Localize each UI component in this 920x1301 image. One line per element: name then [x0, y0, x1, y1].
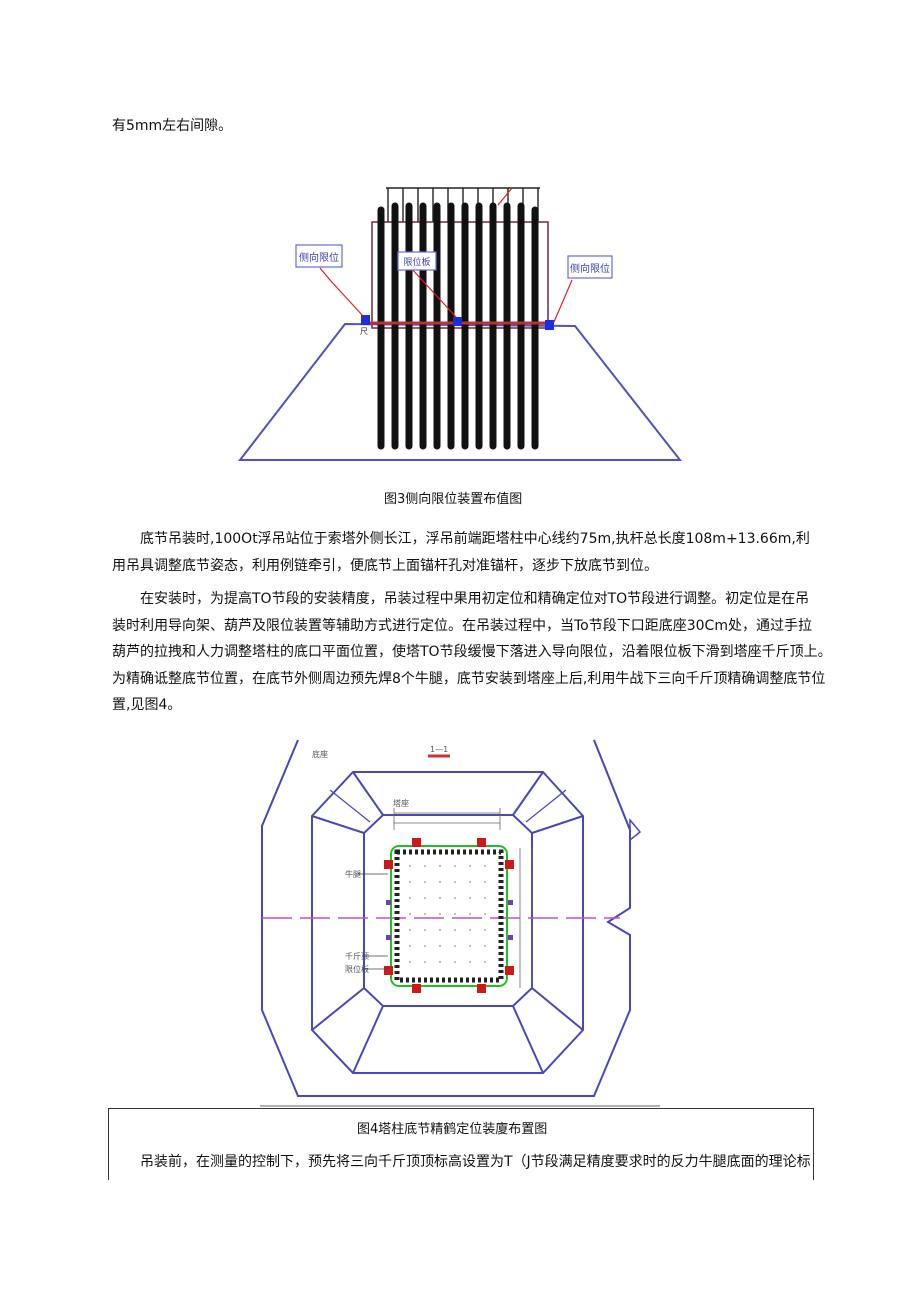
- caption-box-top-border: [108, 1108, 814, 1109]
- figure3-frame: [371, 221, 549, 329]
- figure3-label-right: 侧向限位: [570, 262, 610, 275]
- paragraph-2-line-2: 装时利用导向架、葫芦及限位装置等辅助方式进行定位。在吊装过程中，当To节段下口距…: [112, 617, 812, 634]
- paragraph-2-line-1: 在安装时，为提高TO节段的安装精度，吊装过程中果用初定位和精确定位对TO节段进行…: [140, 591, 810, 607]
- figure3-anchor-rods: [377, 202, 539, 450]
- figure4-label-left2: 千斤顶: [345, 951, 369, 961]
- figure3-label-center: 限位板: [403, 256, 430, 268]
- svg-text:尺: 尺: [360, 327, 368, 336]
- figure3-base: [237, 322, 683, 461]
- figure3-label-left-box: [295, 244, 343, 268]
- figure3-label-right-box: [567, 255, 613, 279]
- paragraph-1-line-2: 用吊具调整底节姿态，利用例链牵引，便底节上面锚杆孔对准锚杆，逐步下放底节到位。: [112, 557, 658, 574]
- paragraph-2-line-5: 置,见图4。: [112, 697, 182, 713]
- paragraph-1-line-1: 底节吊装时,100Ot浮吊站位于索塔外侧长江，浮吊前端距塔柱中心线约75m,执杆…: [140, 531, 810, 547]
- figure4-label-top-center: 1—1: [430, 745, 448, 754]
- figure4-label-left1: 牛腿: [345, 869, 361, 879]
- figure3-limiter-left: [361, 315, 370, 325]
- intro-line: 有5mm左右间隙。: [112, 118, 233, 134]
- caption-box-right-border: [813, 1108, 814, 1180]
- figure4-label-top-left: 底座: [312, 749, 328, 759]
- paragraph-1: 底节吊装时,100Ot浮吊站位于索塔外侧长江，浮吊前端距塔柱中心线约75m,执杆…: [112, 526, 817, 579]
- paragraph-2-line-3: 葫芦的拉拽和人力调整塔柱的底口平面位置，使塔TO节段缓慢下落进入导向限位，沿着限…: [112, 644, 832, 660]
- figure3-limiter-right: [545, 320, 554, 330]
- figure4-label-inner: 塔座: [393, 798, 409, 808]
- figure3-diagram: 尺 侧向限位 限位板 侧向限位: [237, 187, 683, 461]
- paragraph-2: 在安装时，为提高TO节段的安装精度，吊装过程中果用初定位和精确定位对TO节段进行…: [112, 586, 832, 719]
- paragraph-3: 吊装前，在测量的控制下，预先将三向千斤顶顶标高设置为T（J节段满足精度要求时的反…: [140, 1154, 810, 1170]
- figure4-grid-dots: [409, 865, 486, 963]
- caption-box-left-border: [108, 1108, 109, 1180]
- figure4-jacks: [384, 838, 514, 993]
- figure4-outer-boundary: [261, 739, 631, 1097]
- figure4-column-outline: [390, 845, 508, 987]
- paragraph-2-line-4: 为精确诋整底节位置，在底节外侧周边预先焊8个牛腿，底节安装到塔座上后,利用牛战下…: [112, 670, 826, 687]
- figure4-caption: 图4塔柱底节精鹤定位装廈布置图: [357, 1122, 548, 1137]
- figure3-limiter-center: [453, 317, 462, 326]
- figure3-label-left: 侧向限位: [299, 251, 339, 264]
- figure4-label-left3: 限位板: [345, 964, 369, 974]
- figure4-octagon-outer: [311, 771, 584, 1074]
- figure3-caption: 图3侧向限位装置布值图: [384, 492, 523, 507]
- figure3-label-center-box: [397, 251, 437, 271]
